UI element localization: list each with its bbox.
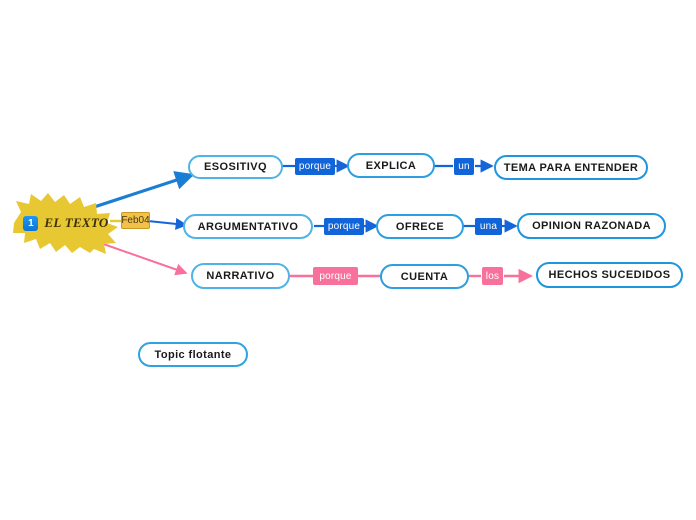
relation-label-porque-3[interactable]: porque	[313, 267, 358, 285]
central-topic-content: 1 EL TEXTO	[8, 191, 124, 255]
node-ofrece[interactable]: OFRECE	[376, 214, 464, 239]
connector-label-un[interactable]: un	[454, 158, 474, 175]
central-topic[interactable]: 1 EL TEXTO	[8, 191, 124, 255]
relation-label-porque-1[interactable]: porque	[295, 158, 335, 175]
node-opinion-razonada[interactable]: OPINION RAZONADA	[517, 213, 666, 239]
node-tema-para-entender[interactable]: TEMA PARA ENTENDER	[494, 155, 648, 180]
node-floating-topic[interactable]: Topic flotante	[138, 342, 248, 367]
node-cuenta[interactable]: CUENTA	[380, 264, 469, 289]
connector-label-los[interactable]: los	[482, 267, 503, 285]
node-argumentativo[interactable]: ARGUMENTATIVO	[183, 214, 313, 239]
branch-label-feb04[interactable]: Feb04	[121, 212, 150, 229]
starburst-shape	[13, 193, 118, 254]
central-topic-badge: 1	[23, 215, 39, 231]
node-esositivq[interactable]: ESOSITIVQ	[188, 155, 283, 179]
node-hechos-sucedidos[interactable]: HECHOS SUCEDIDOS	[536, 262, 683, 288]
relation-label-porque-2[interactable]: porque	[324, 218, 364, 235]
node-explica[interactable]: EXPLICA	[347, 153, 435, 178]
connector-label-una[interactable]: una	[475, 218, 502, 235]
central-topic-label: EL TEXTO	[44, 215, 109, 230]
node-narrativo[interactable]: NARRATIVO	[191, 263, 290, 289]
